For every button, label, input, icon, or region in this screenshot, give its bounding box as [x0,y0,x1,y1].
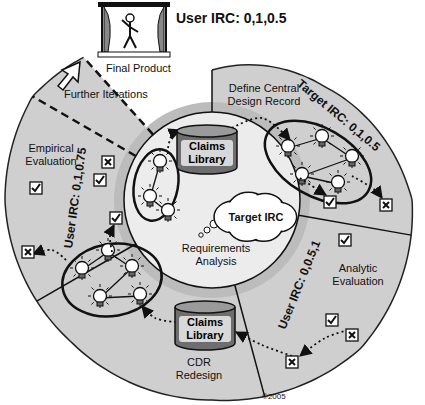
idea-bulb [128,282,152,306]
phase-label: CDR Redesign [166,356,232,381]
spiral-edge [5,57,412,400]
fail-checkbox [346,329,358,341]
idea-bulb [326,170,350,194]
flow-arrow [300,178,326,195]
flow-arrow [352,176,382,198]
idea-bulb [120,254,144,278]
idea-bulb [138,184,162,208]
pass-checkbox [339,234,351,246]
irc-value: User IRC: 0,0.5,1 [276,239,324,332]
iteration-arrow [58,62,80,90]
copyright-note: ©2005 [262,392,286,401]
thought-bubble [199,233,203,237]
pass-checkbox [94,174,106,186]
sector-divider [299,215,411,235]
final-product-icon [98,2,170,57]
idea-group [128,146,184,225]
thought-bubble [204,227,210,233]
spiral-band [5,57,412,400]
inner-band [114,102,310,298]
flow-arrow [33,250,66,260]
fail-checkbox [380,199,392,211]
node-label: Claims Library [179,316,231,341]
fail-checkbox [102,156,114,168]
sector-divider [37,244,136,301]
idea-bulb [88,284,112,308]
flow-arrow [232,118,290,140]
irc-value: User IRC: 0,1,0.5 [176,10,287,26]
idea-bulb [310,124,334,148]
pass-checkbox [324,196,336,208]
idea-group [57,236,168,324]
pass-checkbox [110,212,122,224]
pass-checkbox [30,182,42,194]
phase-label: Analytic Evaluation [326,262,390,287]
idea-bulb [276,134,300,158]
node-label: Requirements Analysis [170,242,262,267]
node-label: Claims Library [181,140,233,165]
flow-arrow [236,332,292,356]
fail-checkbox [286,356,298,368]
idea-bulb [96,238,120,262]
sector-divider [211,70,213,112]
target-cloud: Target IRC [218,198,294,236]
pass-checkbox [326,314,338,326]
library-cylinder: Claims Library [176,124,238,174]
phase-circle: Requirements Analysis Claims LibraryTarge… [124,112,300,288]
flow-arrow [300,330,348,356]
idea-link [302,158,352,176]
idea-bulb [290,162,314,186]
idea-bulb [340,144,364,168]
idea-bulb [148,149,172,173]
library-cylinder: Claims Library [174,300,236,350]
idea-bulb [70,256,94,280]
phase-label: Final Product [106,62,171,75]
fail-checkbox [22,246,34,258]
sector-divider [235,285,265,396]
flow-arrow [110,225,114,252]
flow-arrow [142,306,176,322]
irc-value: Target IRC: 0,1,0.5 [294,77,382,154]
node-label: Target IRC [223,211,289,224]
idea-bulb [156,198,180,222]
phase-label: Further Iterations [64,88,148,101]
central-circle [124,112,300,288]
